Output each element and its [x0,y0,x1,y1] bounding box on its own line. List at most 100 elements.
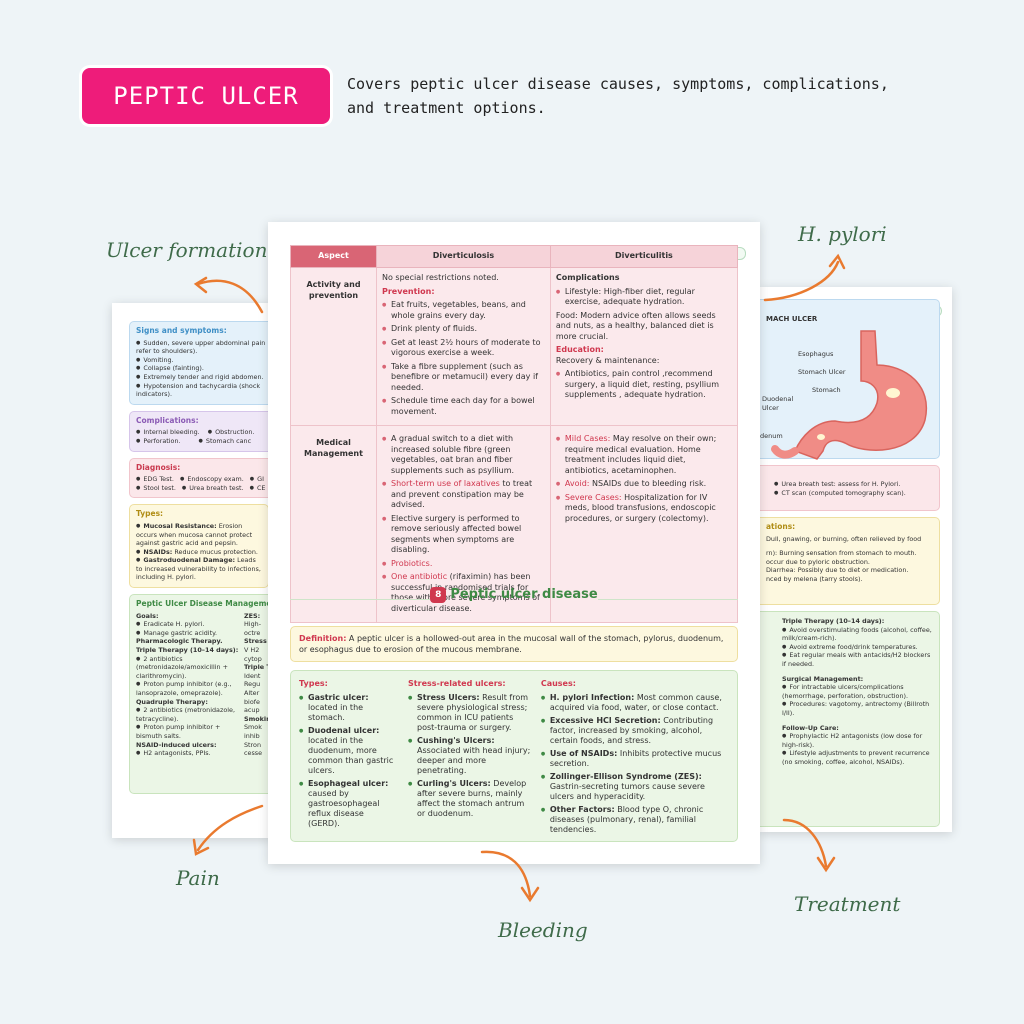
list-item: Duodenal ulcer: located in the duodenum,… [299,726,398,776]
cut-text: ZES: [244,611,261,620]
management-col2: ZES: High- octre Stress u V H2 cytop Tri… [244,612,272,758]
table-cell: Complications Lifestyle: High-fiber diet… [549,267,739,426]
arrow-head [828,253,846,270]
list-item: Zollinger-Ellison Syndrome (ZES): Gastri… [541,772,729,802]
list-item: For intractable ulcers/complications (he… [782,683,933,700]
cut-text: Stron [244,740,262,749]
list-item: Gastroduodenal Damage: Leads to increase… [136,556,262,582]
aspect-cell: Medical Management [290,425,377,623]
list-item: CE [250,484,266,493]
list-item: Avoid extreme food/drink temperatures. [782,643,933,652]
label-h-pylori: H. pylori [798,222,887,246]
list-item: One antibiotic (rifaximin) has been succ… [382,572,545,614]
item-text: Erosion occurs when mucosa cannot protec… [136,521,253,548]
cut-text: Triple T [244,663,271,672]
list-item: nced by melena (tarry stools). [766,574,863,583]
item-bold: Curling's Ulcers: [417,779,491,788]
complications-title: Complications: [136,415,199,425]
item-text: NSAIDs due to bleeding risk. [589,479,707,488]
item-text: Associated with head injury; deeper and … [417,746,531,775]
item-text: Blood type O, chronic diseases (pulmonar… [549,805,704,834]
arrow-pain [196,804,264,852]
label-ulcer: Ulcer [762,404,779,412]
list-item: Urea breath test: assess for H. Pylori. [766,480,933,489]
cut-text: inhib [244,731,260,740]
list-item: Schedule time each day for a bowel movem… [382,396,545,417]
cut-text: biofe [244,697,260,706]
list-item: Short-term use of laxatives to treat and… [382,479,545,511]
education-label: Education: [555,345,604,354]
diagnosis-title: Diagnosis: [136,462,181,472]
item-text: located in the stomach. [308,703,364,722]
stomach-title: MACH ULCER [766,315,818,323]
table-cell: Mild Cases: May resolve on their own; re… [549,425,739,623]
types-title-left: Types: [136,509,164,519]
list-item: Mild Cases: May resolve on their own; re… [556,434,732,476]
list-item: Manage gastric acidity. [136,629,240,638]
list-item: Avoid: NSAIDs due to bleeding risk. [556,479,732,490]
list-item: Stool test. [136,484,176,493]
list-item: H2 antagonists, PPIs. [136,749,240,758]
cut-text: Stress u [244,637,272,646]
causes-column: Causes: H. pylori Infection: Most common… [541,679,729,834]
list-item: Eradicate H. pylori. [136,620,240,629]
cut-text: Alter [244,689,260,697]
item-bold: Gastric ulcer: [308,693,369,702]
cut-text: High- [244,620,261,629]
arrow-bleeding [480,850,532,898]
item-bold: NSAIDs: [143,547,173,556]
item-bold: Duodenal ulcer: [308,726,380,735]
manifest-title: ations: [766,522,796,531]
item-text: May resolve on their own; require medica… [564,434,717,475]
item-text: Gastrin-secreting tumors cause severe ul… [549,782,705,801]
list-item: Get at least 2½ hours of moderate to vig… [382,338,545,359]
arrow-treatment [782,818,828,868]
arrow-head [816,856,836,873]
label-stomach: Stomach [812,386,841,394]
quad-label: Quadruple Therapy: [136,697,208,706]
item-text: to treat and prevent constipation may be… [391,479,533,509]
list-item: Drink plenty of fluids. [382,324,545,335]
list-item: Vomiting. [136,356,272,365]
list-item: Perforation. [136,437,180,446]
list-item: Gastric ulcer: located in the stomach. [299,693,398,723]
item-bold: Excessive HCl Secretion: [549,716,661,725]
stress-heading: Stress-related ulcers: [408,679,506,688]
arrow-ulcer-formation [196,279,264,314]
list-item: Lifestyle: High-fiber diet, regular exer… [556,287,732,308]
highlight-text: One antibiotic [391,572,448,581]
management-box-left: Peptic Ulcer Disease Manageme Goals: Era… [129,594,272,795]
signs-title: Signs and symptoms: [136,326,227,335]
header-diverticulitis: Diverticulitis [549,245,739,268]
diagnosis-box: Diagnosis: EDG Test.Endoscopy exam.GI St… [129,457,272,499]
types-heading: Types: [299,679,328,688]
divider [598,599,738,600]
table-cell: A gradual switch to a diet with increase… [376,425,551,623]
definition-box: Definition: A peptic ulcer is a hollowed… [290,626,738,662]
item-text: located in the duodenum, more common tha… [308,736,394,775]
list-item: Excessive HCl Secretion: Contributing fa… [541,716,729,746]
list-item: 2 antibiotics (metronidazole, tetracycli… [136,706,240,723]
highlight-text: Short-term use of laxatives [391,479,500,488]
complications-label: Complications [555,273,620,282]
list-item: rn): Burning sensation from stomach to m… [766,549,917,558]
item-bold: Mucosal Resistance: [143,521,217,530]
label-pain: Pain [176,866,220,890]
list-item: Internal bleeding. [136,428,199,437]
list-item: Probiotics. [382,559,545,570]
item-text: Contributing factor, increased by smokin… [549,716,714,745]
treatment-box-right: Triple Therapy (10–14 days): Avoid overs… [760,611,940,827]
list-item: Prophylactic H2 antagonists (low dose fo… [782,732,933,749]
cut-text: V H2 [244,646,260,655]
goals-label: Goals: [136,611,159,620]
cut-text: Smok [244,723,262,732]
label-bleeding: Bleeding [498,918,588,942]
list-item: EDG Test. [136,475,174,484]
highlight-text: Severe Cases: [564,492,622,502]
list-item: Curling's Ulcers: Develop after severe b… [408,779,531,819]
label-esophagus: Esophagus [798,350,834,358]
label-duodenum: denum [760,432,783,440]
table-cell: No special restrictions noted. Preventio… [376,267,551,426]
